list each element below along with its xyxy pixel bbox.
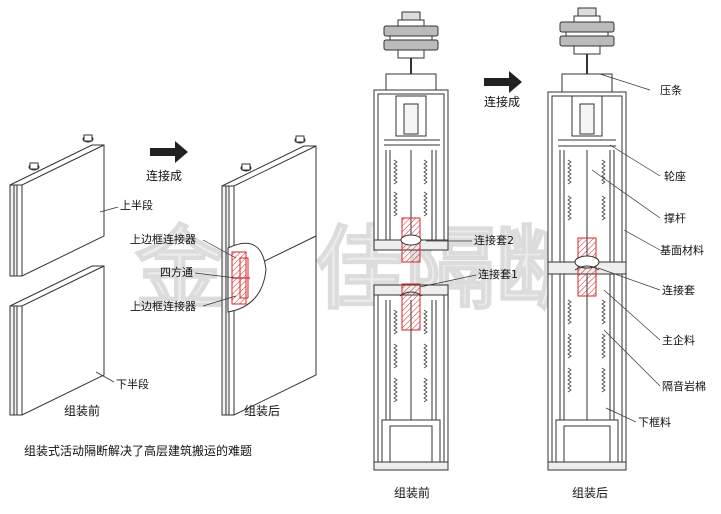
right-before-label: 组装前 — [394, 486, 431, 500]
label-strut: 撑杆 — [664, 212, 686, 225]
label-bottom-frame: 下框料 — [638, 416, 671, 429]
top-connector-label: 上边框连接器 — [130, 233, 196, 246]
right-arrow-label: 连接成 — [484, 95, 521, 109]
label-main-profile: 主企料 — [662, 334, 695, 347]
sleeve1-label: 连接套1 — [478, 268, 518, 281]
label-press-strip: 压条 — [660, 84, 682, 97]
left-arrow-icon — [150, 141, 188, 163]
right-before-sleeves — [399, 217, 423, 331]
label-sleeve: 连接套 — [662, 284, 695, 297]
label-base-material: 基面材料 — [660, 244, 704, 257]
left-before-label: 组装前 — [64, 404, 101, 418]
left-arrow-label: 连接成 — [146, 169, 183, 183]
right-arrow-icon — [484, 71, 522, 93]
watermark-text: 金利佳隔断 — [134, 217, 585, 322]
bottom-connector-label: 上边框连接器 — [130, 300, 196, 313]
lower-half-label: 下半段 — [116, 378, 149, 391]
label-wheel-seat: 轮座 — [664, 170, 686, 183]
left-before-panels — [9, 134, 105, 416]
upper-half-label: 上半段 — [120, 199, 153, 212]
caption-text: 组装式活动隔断解决了高层建筑搬运的难题 — [24, 444, 253, 458]
left-after-label: 组装后 — [244, 404, 281, 418]
connector-detail — [227, 242, 267, 313]
square-tube-label: 四方通 — [160, 266, 193, 279]
sleeve2-label: 连接套2 — [474, 234, 514, 247]
right-after-sleeve — [574, 237, 600, 297]
label-rock-wool: 隔音岩棉 — [662, 380, 706, 393]
right-after-label: 组装后 — [572, 486, 609, 500]
